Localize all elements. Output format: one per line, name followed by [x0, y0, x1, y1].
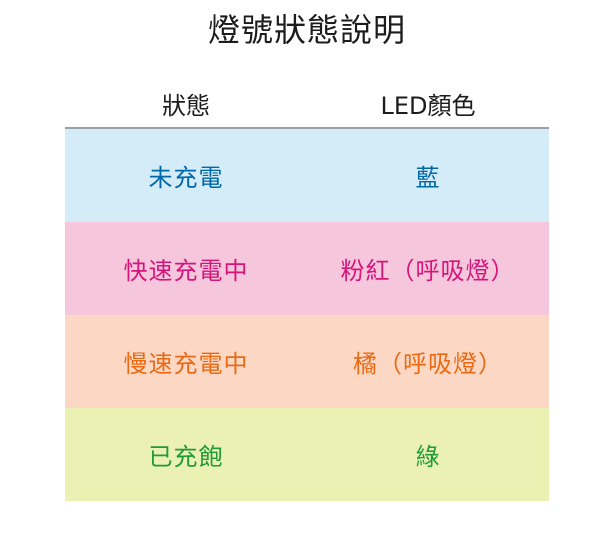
table-row: 快速充電中 粉紅（呼吸燈）: [65, 222, 549, 315]
table-header-row: 狀態 LED顏色: [65, 86, 549, 129]
led-color-cell: 藍: [415, 164, 441, 192]
led-color-cell: 粉紅（呼吸燈）: [340, 257, 516, 285]
table-row: 已充飽 綠: [65, 408, 549, 501]
status-cell: 慢速充電中: [123, 350, 249, 378]
header-status: 狀態: [162, 92, 210, 120]
led-color-cell: 綠: [415, 443, 441, 471]
status-cell: 未充電: [148, 164, 224, 192]
led-color-cell: 橘（呼吸燈）: [353, 350, 503, 378]
header-led-color: LED顏色: [380, 92, 476, 120]
led-status-table: 狀態 LED顏色 未充電 藍 快速充電中 粉紅（呼吸燈） 慢速充電中 橘（呼吸燈…: [65, 86, 549, 501]
status-cell: 已充飽: [148, 443, 224, 471]
status-cell: 快速充電中: [123, 257, 249, 285]
table-row: 慢速充電中 橘（呼吸燈）: [65, 315, 549, 408]
table-row: 未充電 藍: [65, 129, 549, 222]
page-title: 燈號狀態說明: [207, 11, 406, 49]
